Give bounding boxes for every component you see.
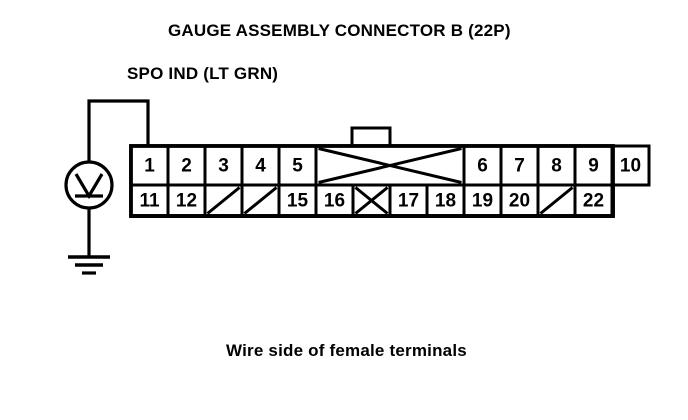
bottom-row-cell-pin-20: 20 <box>499 183 540 218</box>
bottom-row-cell-pin-22: 22 <box>573 183 614 218</box>
pin-number-label: 5 <box>292 156 303 177</box>
pin-number-label: 9 <box>588 156 599 177</box>
voltmeter-v-glyph <box>74 173 104 200</box>
pin-number-label: 15 <box>287 191 309 212</box>
top-row-cell-pin-6: 6 <box>462 144 503 187</box>
bottom-row-cell-slashed-blank-3 <box>240 183 281 218</box>
bottom-row-cell-pin-18: 18 <box>425 183 466 218</box>
top-row-cell-pin-3: 3 <box>203 144 244 187</box>
pin-number-label: 8 <box>551 156 562 177</box>
top-row-cell-crossed-blank-5 <box>314 144 466 187</box>
latch-tab-rect <box>350 126 392 148</box>
top-row-cell-pin-4: 4 <box>240 144 281 187</box>
bottom-row-cell-pin-15: 15 <box>277 183 318 218</box>
bottom-row-cell-pin-17: 17 <box>388 183 429 218</box>
pin-number-label: 2 <box>181 156 192 177</box>
slash-stroke <box>539 186 574 215</box>
slash-stroke <box>243 186 278 215</box>
view-caption: Wire side of female terminals <box>226 341 467 360</box>
cross-stroke-b <box>318 147 462 184</box>
pin-number-label: 19 <box>472 191 493 212</box>
pin-number-label: 4 <box>255 156 266 177</box>
bottom-row-cell-crossed-blank-6 <box>351 183 392 218</box>
top-row-cell-pin-7: 7 <box>499 144 540 187</box>
pin-number-label: 6 <box>477 156 488 177</box>
bottom-row-cell-pin-11: 11 <box>129 183 170 218</box>
voltmeter-symbol <box>64 99 150 275</box>
pin-number-label: 10 <box>620 156 641 177</box>
slash-stroke <box>206 186 241 215</box>
page-title: GAUGE ASSEMBLY CONNECTOR B (22P) <box>168 21 511 40</box>
pin-number-label: 12 <box>176 191 197 212</box>
bottom-row-cell-pin-16: 16 <box>314 183 355 218</box>
meter-circle <box>64 160 114 210</box>
bottom-row-cell-pin-12: 12 <box>166 183 207 218</box>
pin-number-label: 11 <box>139 191 160 212</box>
pin-number-label: 3 <box>218 156 229 177</box>
pin-number-label: 1 <box>144 156 155 177</box>
bottom-row-cell-slashed-blank-11 <box>536 183 577 218</box>
cell-border <box>573 144 614 187</box>
connector-latch-tab <box>350 126 392 148</box>
test-lead-wire <box>87 99 150 162</box>
bottom-row-cell-pin-19: 19 <box>462 183 503 218</box>
top-row-cell-pin-8: 8 <box>536 144 577 187</box>
cross-stroke-b <box>354 186 389 215</box>
top-row-cell-pin-10: 10 <box>610 144 651 187</box>
pin-number-label: 17 <box>398 191 419 212</box>
bottom-row-cell-slashed-blank-2 <box>203 183 244 218</box>
cell-border <box>166 183 207 218</box>
pin-number-label: 18 <box>435 191 456 212</box>
pin-number-label: 16 <box>324 191 345 212</box>
top-row-cell-pin-1: 1 <box>129 144 170 187</box>
pin-number-label: 22 <box>583 191 604 212</box>
top-row-cell-pin-2: 2 <box>166 144 207 187</box>
pin-number-label: 20 <box>509 191 530 212</box>
top-row-cell-pin-5: 5 <box>277 144 318 187</box>
wire-circuit-label: SPO IND (LT GRN) <box>127 64 279 83</box>
pin-number-label: 7 <box>514 156 525 177</box>
top-row-cell-pin-9: 9 <box>573 144 614 187</box>
